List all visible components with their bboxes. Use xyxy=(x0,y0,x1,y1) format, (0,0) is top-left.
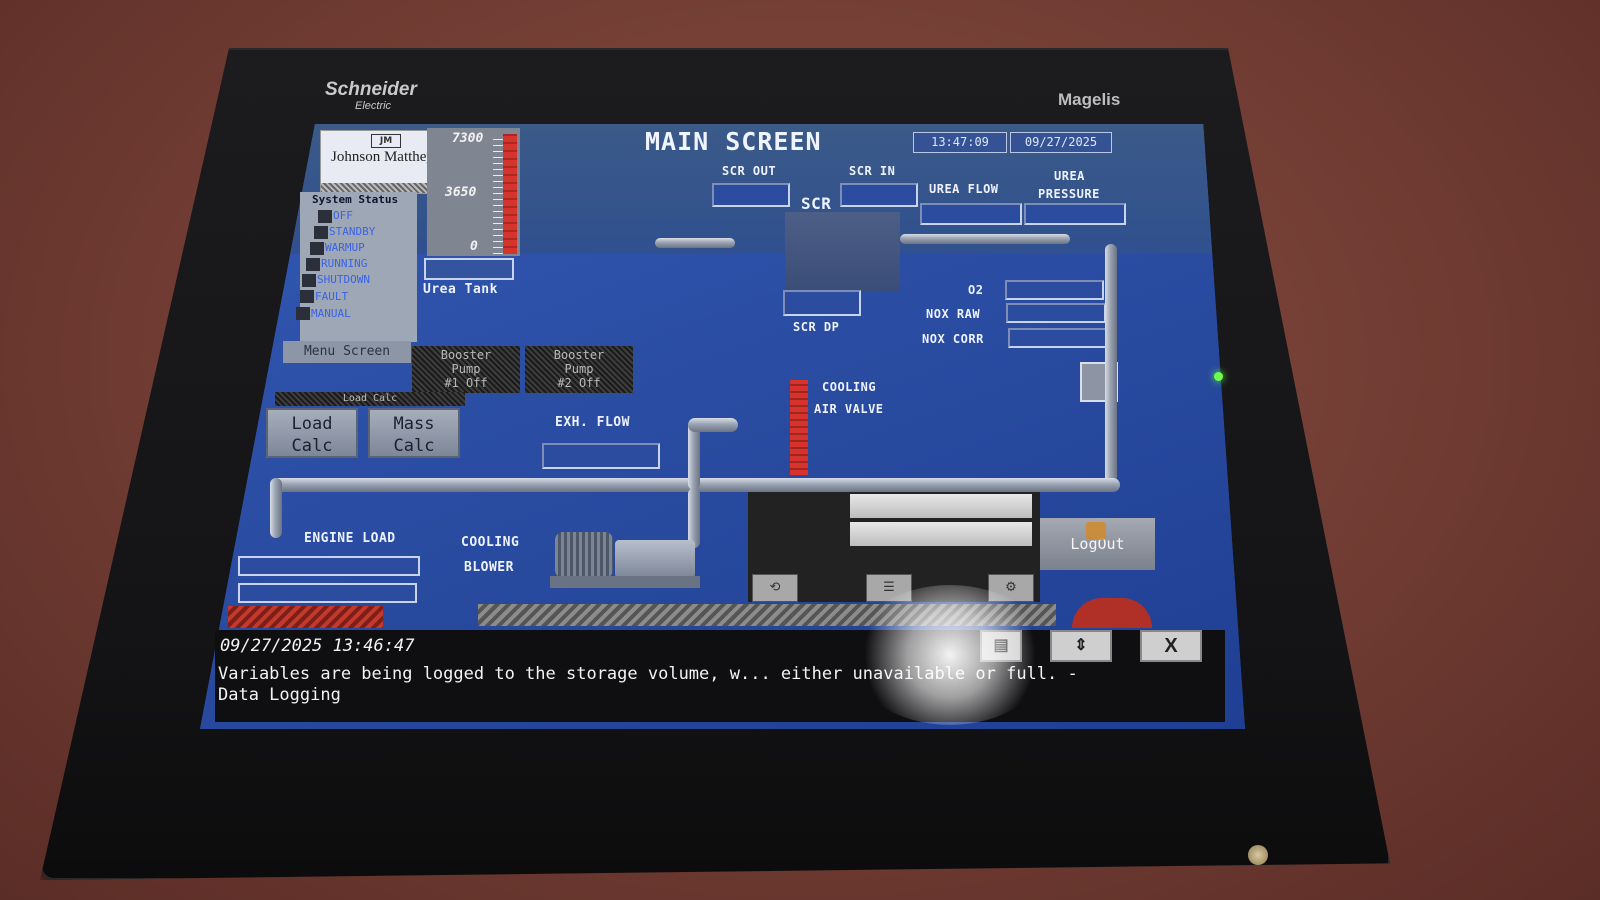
scr-label: SCR xyxy=(801,194,832,213)
status-manual: MANUAL xyxy=(311,307,351,320)
jm-badge: JM xyxy=(371,134,401,148)
status-led-manual xyxy=(296,307,310,320)
engine-load-field-2 xyxy=(238,583,417,603)
cooling-air-valve-label-1: COOLING xyxy=(822,380,877,394)
status-led-standby xyxy=(314,226,328,239)
o2-label: O2 xyxy=(968,283,984,297)
alarm-timestamp: 09/27/2025 13:46:47 xyxy=(220,636,415,656)
o2-field xyxy=(1005,280,1104,300)
scr-reactor xyxy=(785,212,900,292)
status-off: OFF xyxy=(333,209,353,222)
scr-in-label: SCR IN xyxy=(849,164,896,178)
status-led-off xyxy=(318,210,332,223)
alarm-expand-icon-button[interactable]: ⇕ xyxy=(1050,630,1112,662)
blower-feed-pipe xyxy=(688,488,700,548)
status-warmup: WARMUP xyxy=(325,241,365,254)
emergency-stop-icon xyxy=(1072,598,1152,628)
power-led-icon xyxy=(1214,372,1223,381)
screen-glare xyxy=(850,585,1050,725)
exh-flow-label: EXH. FLOW xyxy=(555,415,630,430)
mass-calc-button[interactable]: Mass Calc xyxy=(368,408,460,458)
header-date: 09/27/2025 xyxy=(1010,132,1112,153)
return-pipe-vertical xyxy=(1105,244,1117,484)
header-time: 13:47:09 xyxy=(913,132,1007,153)
blower-pipe-vertical xyxy=(688,420,700,490)
scr-dp-field xyxy=(783,290,861,316)
reset-icon-button[interactable]: ⟲ xyxy=(752,574,798,602)
urea-tank-value-field xyxy=(424,258,514,280)
gauge-max: 7300 xyxy=(452,131,484,146)
lock-icon xyxy=(1086,522,1106,540)
engine-pipe-vertical xyxy=(270,478,282,538)
engine-load-field xyxy=(238,556,420,576)
status-led-warmup xyxy=(310,242,324,255)
status-running: RUNNING xyxy=(321,257,368,270)
cooling-air-valve-label-2: AIR VALVE xyxy=(814,402,884,416)
urea-tank-label: Urea Tank xyxy=(423,282,498,297)
nox-corr-label: NOX CORR xyxy=(922,332,984,346)
urea-flow-field xyxy=(920,203,1022,225)
cooling-blower-label-1: COOLING xyxy=(461,535,520,550)
gauge-mid: 3650 xyxy=(445,185,477,200)
urea-pressure-field xyxy=(1024,203,1126,225)
mounting-screw-icon xyxy=(1248,845,1268,865)
status-led-running xyxy=(306,258,320,271)
engine-load-label: ENGINE LOAD xyxy=(304,531,396,546)
calc-group-label: Load Calc xyxy=(275,392,465,406)
urea-tank-level-bar xyxy=(503,134,517,254)
logout-button[interactable]: LogOut xyxy=(1040,518,1155,570)
scr-inlet-pipe xyxy=(655,238,735,248)
booster-pump-1-button[interactable]: Booster Pump #1 Off xyxy=(412,346,520,393)
nox-raw-label: NOX RAW xyxy=(926,307,981,321)
alarm-close-button[interactable]: X xyxy=(1140,630,1202,662)
booster-pump-2-button[interactable]: Booster Pump #2 Off xyxy=(525,346,633,393)
nox-corr-field xyxy=(1008,328,1110,348)
system-status-title: System Status xyxy=(312,193,399,206)
cooling-blower-label-2: BLOWER xyxy=(464,560,514,575)
indicator-bar-2 xyxy=(850,522,1032,546)
page-title: MAIN SCREEN xyxy=(645,127,822,156)
gauge-min: 0 xyxy=(470,239,478,254)
menu-screen-button[interactable]: Menu Screen xyxy=(283,341,411,363)
scr-out-label: SCR OUT xyxy=(722,164,777,178)
scr-outlet-pipe xyxy=(900,234,1070,244)
blower-pipe-top xyxy=(688,418,738,432)
cooling-blower-motor-icon xyxy=(550,520,705,590)
urea-pressure-label-2: PRESSURE xyxy=(1038,187,1100,201)
brand-sub: Electric xyxy=(355,100,392,112)
indicator-bar-1 xyxy=(850,494,1032,518)
scr-out-field xyxy=(712,183,790,207)
cooling-air-valve-bar xyxy=(790,380,808,475)
load-calc-button[interactable]: Load Calc xyxy=(266,408,358,458)
status-shutdown: SHUTDOWN xyxy=(317,273,370,286)
schneider-logo: Schneider Electric xyxy=(325,79,417,114)
exh-flow-field xyxy=(542,443,660,469)
scr-in-field xyxy=(840,183,918,207)
status-fault: FAULT xyxy=(315,290,349,303)
jm-name: Johnson Matthey xyxy=(331,149,434,165)
red-hazard-stripe xyxy=(228,606,383,628)
status-led-fault xyxy=(300,290,314,303)
status-led-shutdown xyxy=(302,274,316,287)
nox-raw-field xyxy=(1006,303,1106,323)
urea-pressure-label-1: UREA xyxy=(1054,169,1085,183)
johnson-matthey-logo: JM Johnson Matthey xyxy=(320,130,445,194)
urea-flow-label: UREA FLOW xyxy=(929,182,999,196)
brand-name: Schneider xyxy=(325,79,417,100)
scr-dp-label: SCR DP xyxy=(793,320,840,334)
status-standby: STANDBY xyxy=(329,225,376,238)
magelis-label: Magelis xyxy=(1058,90,1121,109)
